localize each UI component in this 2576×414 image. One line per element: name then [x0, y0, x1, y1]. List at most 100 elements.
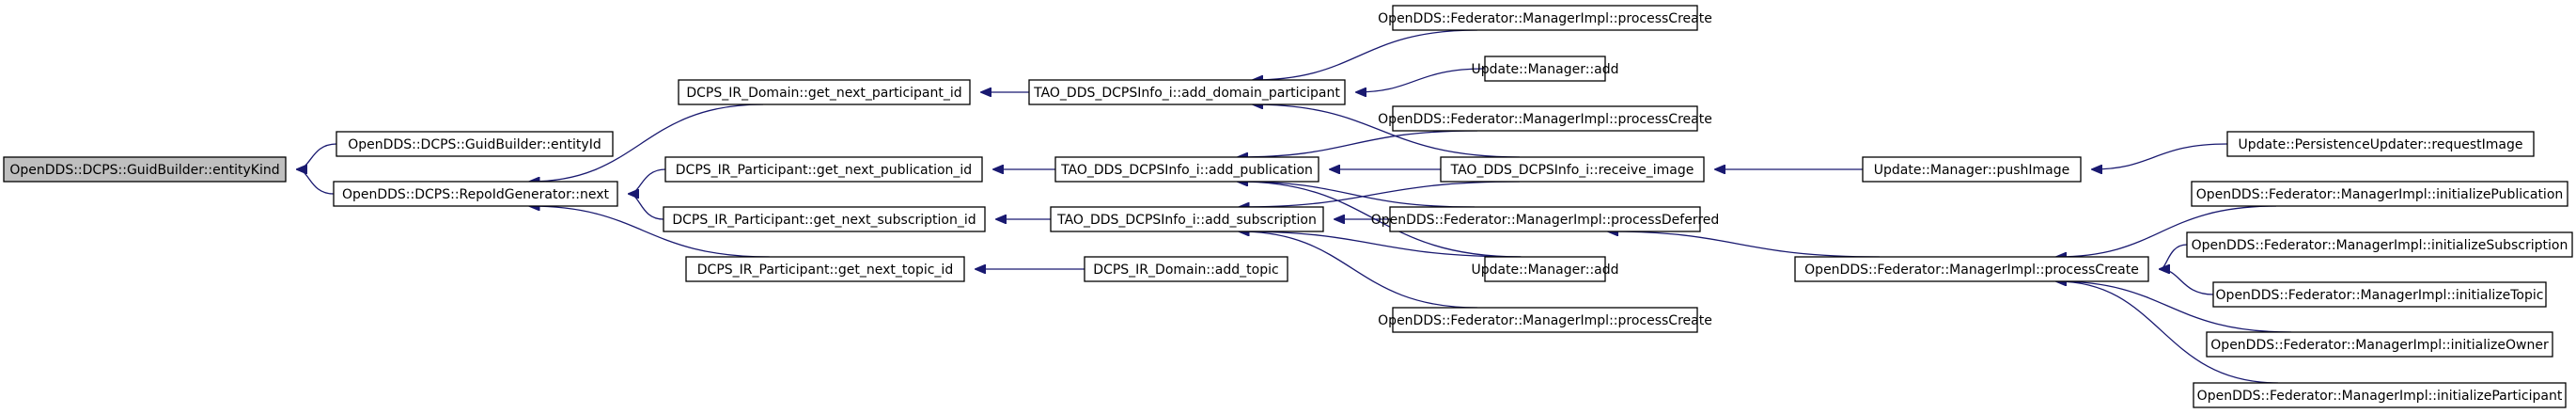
- graph-node[interactable]: TAO_DDS_DCPSInfo_i::add_domain_participa…: [1028, 79, 1346, 105]
- edge-n2-n3: [529, 104, 764, 182]
- node-label: OpenDDS::Federator::ManagerImpl::process…: [1378, 112, 1712, 127]
- node-label: OpenDDS::DCPS::RepoIdGenerator::next: [342, 187, 610, 202]
- node-box: [1028, 79, 1346, 105]
- node-box: [3, 156, 287, 183]
- graph-node[interactable]: OpenDDS::Federator::ManagerImpl::initial…: [2191, 181, 2568, 207]
- node-label: Update::Manager::pushImage: [1874, 163, 2069, 178]
- node-label: TAO_DDS_DCPSInfo_i::add_publication: [1060, 163, 1313, 178]
- node-label: DCPS_IR_Participant::get_next_publicatio…: [676, 163, 972, 178]
- edge-n9-n17: [1240, 231, 1478, 309]
- node-label: OpenDDS::Federator::ManagerImpl::initial…: [2216, 288, 2544, 303]
- edge-n19-n25: [2056, 281, 2279, 384]
- node-label: TAO_DDS_DCPSInfo_i::add_domain_participa…: [1033, 86, 1340, 101]
- node-box: [685, 256, 965, 282]
- graph-node[interactable]: DCPS_IR_Participant::get_next_publicatio…: [664, 156, 983, 183]
- node-label: OpenDDS::DCPS::GuidBuilder::entityKind: [9, 163, 279, 178]
- node-label: Update::Manager::add: [1471, 263, 1618, 278]
- node-box: [2226, 131, 2535, 157]
- node-layer: OpenDDS::DCPS::GuidBuilder::entityKindOp…: [3, 5, 2573, 408]
- node-label: OpenDDS::Federator::ManagerImpl::process…: [1378, 313, 1712, 328]
- node-box: [1084, 256, 1288, 282]
- node-label: OpenDDS::DCPS::GuidBuilder::entityId: [348, 137, 601, 152]
- node-label: DCPS_IR_Domain::add_topic: [1093, 263, 1278, 278]
- graph-node[interactable]: OpenDDS::DCPS::RepoIdGenerator::next: [333, 181, 618, 207]
- edge-n0-n1: [297, 143, 337, 169]
- graph-node[interactable]: OpenDDS::Federator::ManagerImpl::initial…: [2193, 382, 2567, 408]
- graph-node[interactable]: DCPS_IR_Domain::add_topic: [1084, 256, 1288, 282]
- edge-n7-n12: [1356, 68, 1486, 92]
- edge-n18-n20: [2092, 143, 2228, 169]
- graph-node[interactable]: Update::Manager::add: [1471, 56, 1619, 82]
- node-label: OpenDDS::Federator::ManagerImpl::initial…: [2210, 338, 2549, 353]
- graph-node[interactable]: OpenDDS::Federator::ManagerImpl::initial…: [2206, 331, 2553, 358]
- node-box: [1054, 156, 1319, 183]
- node-box: [2206, 331, 2553, 358]
- edge-n2-n6: [529, 206, 770, 258]
- node-box: [1392, 105, 1698, 132]
- graph-node[interactable]: TAO_DDS_DCPSInfo_i::add_subscription: [1050, 206, 1324, 232]
- graph-node[interactable]: DCPS_IR_Participant::get_next_subscripti…: [663, 206, 986, 232]
- graph-node[interactable]: OpenDDS::Federator::ManagerImpl::initial…: [2212, 281, 2547, 308]
- graph-node[interactable]: OpenDDS::Federator::ManagerImpl::initial…: [2186, 231, 2573, 258]
- node-box: [1862, 156, 2082, 183]
- node-label: Update::Manager::add: [1471, 62, 1618, 77]
- graph-node[interactable]: DCPS_IR_Participant::get_next_topic_id: [685, 256, 965, 282]
- edge-n19-n21: [2056, 205, 2277, 257]
- node-box: [2191, 181, 2568, 207]
- graph-node[interactable]: TAO_DDS_DCPSInfo_i::add_publication: [1054, 156, 1319, 183]
- node-box: [2186, 231, 2573, 258]
- node-label: OpenDDS::Federator::ManagerImpl::process…: [1804, 263, 2139, 278]
- node-label: OpenDDS::Federator::ManagerImpl::process…: [1378, 11, 1712, 26]
- node-label: DCPS_IR_Participant::get_next_topic_id: [697, 263, 953, 278]
- graph-node[interactable]: DCPS_IR_Domain::get_next_participant_id: [678, 79, 971, 105]
- node-label: DCPS_IR_Domain::get_next_participant_id: [686, 86, 961, 101]
- node-box: [336, 131, 614, 157]
- edge-n8-n15: [1238, 182, 1475, 208]
- node-label: TAO_DDS_DCPSInfo_i::add_subscription: [1056, 213, 1317, 228]
- graph-node[interactable]: TAO_DDS_DCPSInfo_i::receive_image: [1440, 156, 1705, 183]
- edge-n19-n22: [2160, 244, 2188, 269]
- node-label: OpenDDS::Federator::ManagerImpl::initial…: [2192, 238, 2568, 253]
- node-box: [1392, 307, 1698, 333]
- edge-n0-n2: [297, 169, 335, 195]
- graph-node[interactable]: OpenDDS::DCPS::GuidBuilder::entityId: [336, 131, 614, 157]
- node-box: [1050, 206, 1324, 232]
- graph-node[interactable]: Update::Manager::add: [1471, 256, 1619, 282]
- node-box: [1794, 256, 2149, 282]
- node-box: [333, 181, 618, 207]
- node-label: OpenDDS::Federator::ManagerImpl::process…: [1371, 213, 1720, 228]
- node-box: [2193, 382, 2567, 408]
- edge-n19-n23: [2160, 269, 2214, 295]
- node-label: OpenDDS::Federator::ManagerImpl::initial…: [2196, 187, 2564, 202]
- graph-node[interactable]: Update::Manager::pushImage: [1862, 156, 2082, 183]
- node-box: [1392, 5, 1698, 31]
- graph-node[interactable]: OpenDDS::Federator::ManagerImpl::process…: [1378, 307, 1712, 333]
- edge-layer: [297, 29, 2292, 384]
- graph-node[interactable]: OpenDDS::DCPS::GuidBuilder::entityKind: [3, 156, 287, 183]
- node-label: OpenDDS::Federator::ManagerImpl::initial…: [2197, 389, 2563, 404]
- edge-n2-n5: [629, 194, 664, 220]
- edge-n19-n24: [2056, 281, 2292, 333]
- node-box: [1484, 256, 1606, 282]
- node-box: [678, 79, 971, 105]
- edge-n9-n14: [1240, 181, 1521, 207]
- graph-node[interactable]: Update::PersistenceUpdater::requestImage: [2226, 131, 2535, 157]
- edge-n9-n16: [1240, 231, 1522, 258]
- edge-n2-n4: [629, 168, 666, 194]
- node-box: [1484, 56, 1606, 82]
- edge-n8-n13: [1238, 130, 1478, 157]
- node-box: [2212, 281, 2547, 308]
- node-box: [664, 156, 983, 183]
- node-box: [1389, 206, 1701, 232]
- node-label: TAO_DDS_DCPSInfo_i::receive_image: [1450, 163, 1694, 178]
- graph-node[interactable]: OpenDDS::Federator::ManagerImpl::process…: [1794, 256, 2149, 282]
- graph-node[interactable]: OpenDDS::Federator::ManagerImpl::process…: [1378, 105, 1712, 132]
- graph-node[interactable]: OpenDDS::Federator::ManagerImpl::process…: [1378, 5, 1712, 31]
- node-box: [1440, 156, 1705, 183]
- edge-n7-n14: [1253, 104, 1521, 158]
- graph-node[interactable]: OpenDDS::Federator::ManagerImpl::process…: [1371, 206, 1720, 232]
- edge-n15-n19: [1608, 231, 1881, 258]
- edge-n7-n11: [1253, 29, 1478, 80]
- node-box: [663, 206, 986, 232]
